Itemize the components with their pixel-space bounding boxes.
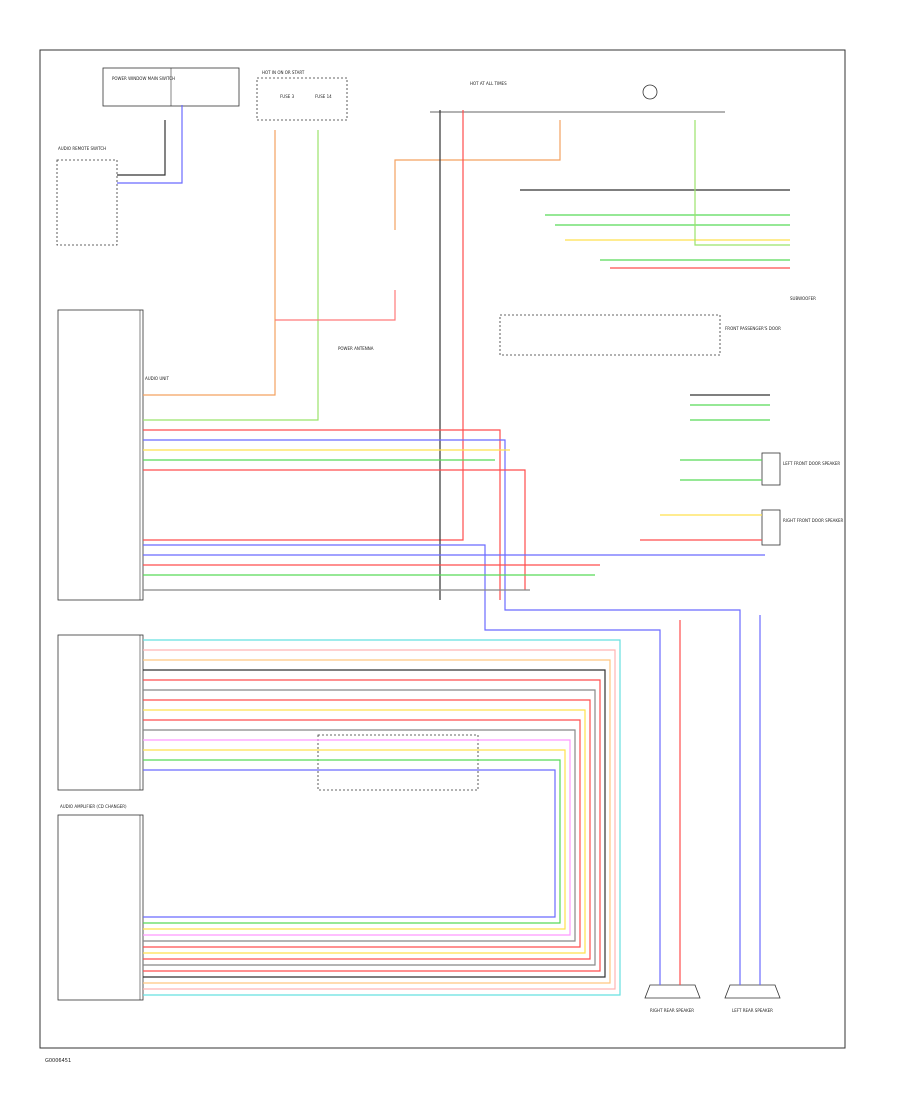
- left-front-door-label: LEFT FRONT DOOR SPEAKER: [783, 461, 840, 466]
- wire-bus-blue-2: [143, 544, 661, 985]
- fuse-3-label: FUSE 3: [280, 94, 295, 99]
- wire-low-3: [143, 669, 606, 978]
- steering-switch-label: AUDIO REMOTE SWITCH: [58, 146, 106, 151]
- wire-red: [143, 110, 464, 541]
- wire-low-1: [143, 649, 616, 990]
- diagram-frame: [39, 49, 846, 1049]
- wire-bus-red-2: [143, 469, 526, 590]
- center-connector-block: [317, 734, 479, 791]
- wire-low-2: [143, 659, 611, 984]
- wire-low-10: [143, 739, 571, 936]
- wire-low-13: [143, 769, 556, 918]
- power-window-module: POWER WINDOW MAIN SWITCH: [102, 67, 240, 107]
- wire-orange: [143, 130, 276, 396]
- wire-low-0: [143, 639, 621, 996]
- front-pass-door-label: FRONT PASSENGER'S DOOR: [725, 326, 781, 331]
- wire-group: [117, 105, 790, 996]
- wire-blue: [117, 105, 183, 184]
- right-front-door-speaker: RIGHT FRONT DOOR SPEAKER: [761, 509, 844, 546]
- footer-code: G0006451: [45, 1058, 71, 1064]
- fuse-block-top: HOT IN ON OR START FUSE 3 FUSE 14: [256, 70, 348, 121]
- wire-pink: [275, 290, 396, 321]
- wire-black: [117, 120, 166, 176]
- fuse-14-label: FUSE 14: [315, 94, 332, 99]
- hot-in-run-label: HOT IN ON OR START: [262, 70, 305, 75]
- subwoofer-label: SUBWOOFER: [790, 296, 816, 301]
- wire-bus-red: [143, 429, 501, 600]
- steering-switch-module: AUDIO REMOTE SWITCH: [56, 146, 118, 246]
- wire-lightgreen-2: [694, 120, 790, 246]
- hot-at-all-block: HOT AT ALL TIMES: [430, 81, 725, 113]
- audio-unit-module: AUDIO UNIT: [57, 309, 169, 601]
- clock-icon: [642, 84, 658, 100]
- audio-unit-label: AUDIO UNIT: [145, 376, 169, 381]
- wire-low-6: [143, 699, 591, 960]
- wire-bus-blue: [143, 439, 741, 985]
- wire-low-8: [143, 719, 581, 948]
- left-front-door-speaker: LEFT FRONT DOOR SPEAKER: [761, 452, 840, 486]
- wire-low-7: [143, 709, 586, 954]
- wire-low-4: [143, 679, 601, 972]
- power-window-label: POWER WINDOW MAIN SWITCH: [112, 76, 175, 81]
- left-rear-speaker: LEFT REAR SPEAKER: [724, 984, 781, 1013]
- wire-low-9: [143, 729, 576, 942]
- right-connector-block: SUBWOOFER FRONT PASSENGER'S DOOR: [499, 296, 816, 356]
- right-rear-speaker: RIGHT REAR SPEAKER: [644, 984, 701, 1013]
- wire-low-12: [143, 759, 561, 924]
- lower-module: AUDIO AMPLIFIER (CD CHANGER): [57, 804, 144, 1001]
- wire-low-11: [143, 749, 566, 930]
- antenna-block: POWER ANTENNA: [338, 346, 374, 351]
- radio-amp-label: AUDIO AMPLIFIER (CD CHANGER): [60, 804, 127, 809]
- hot-at-all-label: HOT AT ALL TIMES: [470, 81, 507, 86]
- radio-amp-module: [57, 634, 144, 791]
- wire-lightgreen: [143, 130, 319, 421]
- left-rear-label: LEFT REAR SPEAKER: [732, 1008, 773, 1013]
- antenna-label: POWER ANTENNA: [338, 346, 374, 351]
- right-rear-label: RIGHT REAR SPEAKER: [650, 1008, 694, 1013]
- wire-orange-top: [394, 120, 561, 230]
- wire-low-5: [143, 689, 596, 966]
- right-front-door-label: RIGHT FRONT DOOR SPEAKER: [783, 518, 844, 523]
